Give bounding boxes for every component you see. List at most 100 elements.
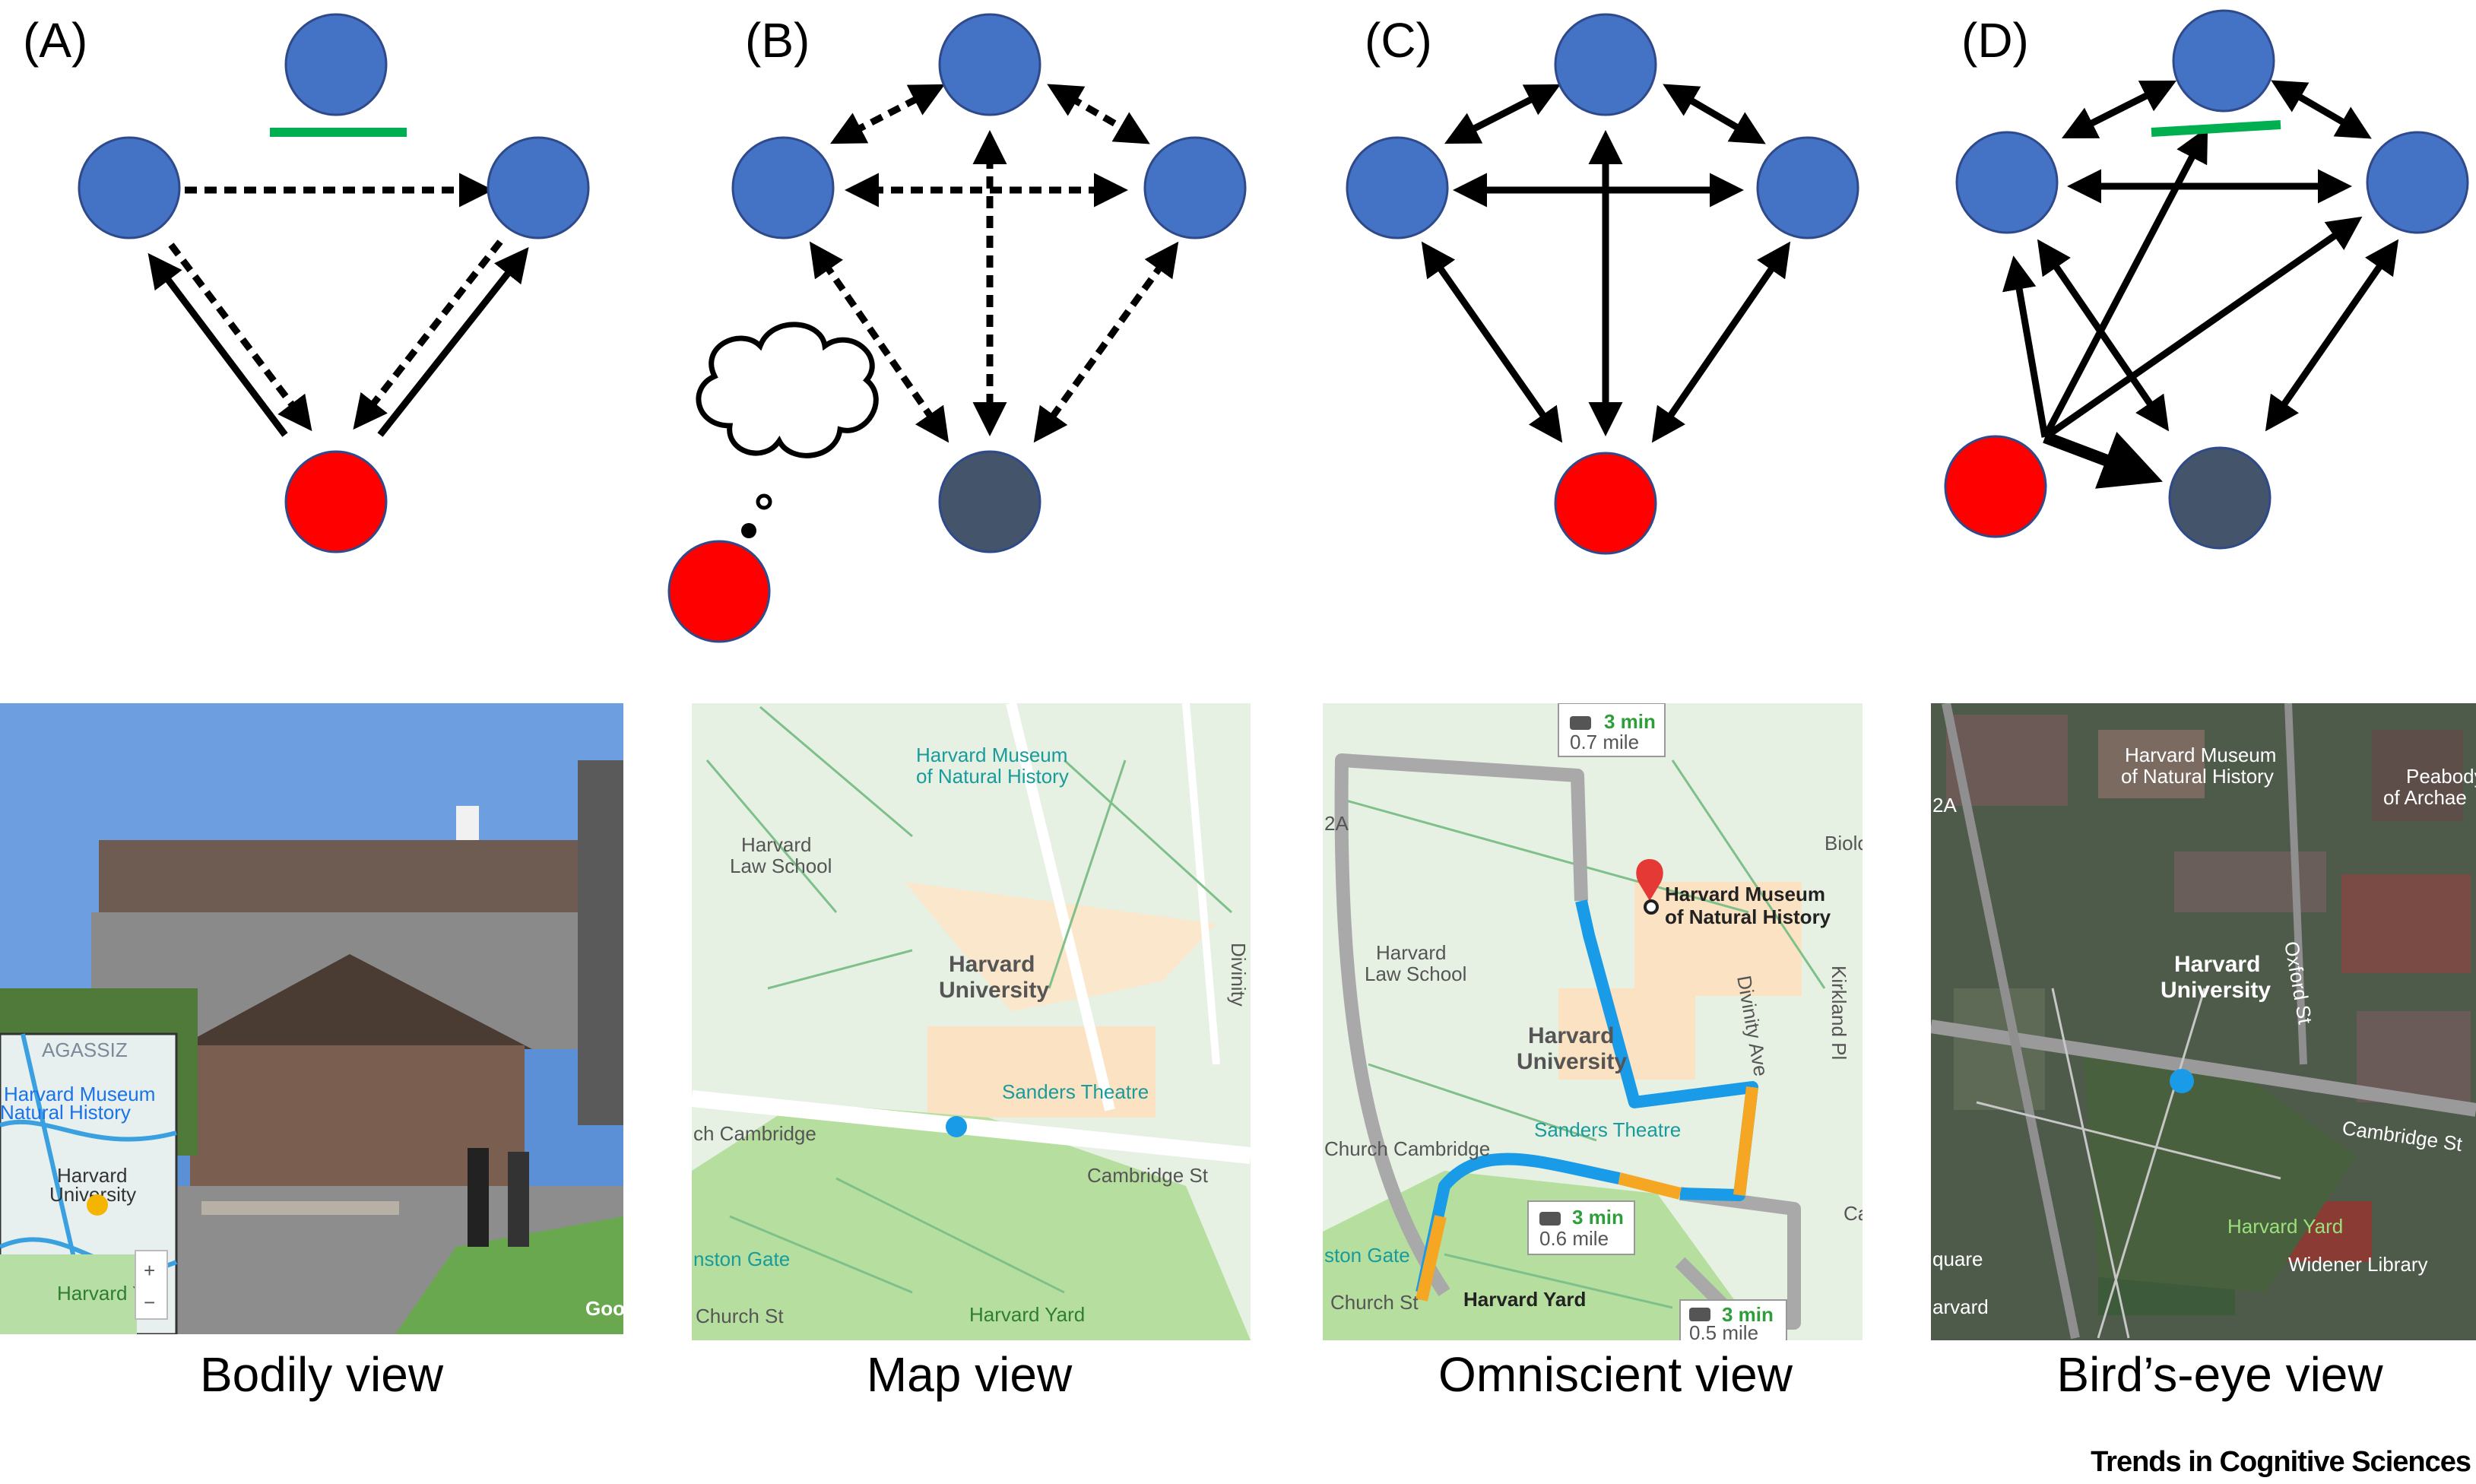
map-label-sanders-theatre: Sanders Theatre <box>1002 1080 1149 1103</box>
agent-d-top <box>2172 9 2275 113</box>
lawn <box>395 1216 623 1334</box>
route-box-2-time: 3 min <box>1572 1206 1624 1229</box>
route-blue[interactable] <box>1575 899 1758 1201</box>
caption-map-view: Map view <box>867 1347 1073 1402</box>
omni-label-biolo: Biolo <box>1825 832 1869 855</box>
arrow-b-right-other <box>1033 241 1179 443</box>
bird-label-harvard: Harvard <box>2174 952 2260 977</box>
zoom-control[interactable] <box>135 1250 168 1320</box>
yard-trees <box>2083 1049 2357 1292</box>
other-b <box>938 450 1041 553</box>
agent-b-top <box>938 13 1041 116</box>
bird-label-museum: Harvard Museum <box>2125 744 2276 766</box>
car-icon <box>1570 716 1591 730</box>
arrow-d-left-other <box>2037 239 2170 432</box>
journal-credit: Trends in Cognitive Sciences <box>2091 1446 2471 1478</box>
destination-pin-icon[interactable] <box>1636 859 1663 901</box>
arrow-c-left-self <box>1421 241 1563 443</box>
panel-a-label: (A) <box>23 13 87 68</box>
omni-label-natural-history: of Natural History <box>1665 905 1831 928</box>
omni-label-harvard: Harvard <box>1528 1023 1614 1048</box>
other-d <box>2168 446 2272 550</box>
route-box-1[interactable]: 3 min 0.7 mile <box>1558 703 1666 757</box>
omni-label-kirkland-pl: Kirkland Pl <box>1828 966 1850 1060</box>
omni-label-harvard-law: Harvard <box>1376 941 1446 964</box>
route-box-3[interactable]: 3 min 0.5 mile <box>1679 1299 1787 1353</box>
bodily-view-image: AGASSIZ Harvard Museum Natural History H… <box>0 703 625 1334</box>
panel-d: (D) <box>1944 9 2469 550</box>
agent-c-top <box>1554 13 1657 116</box>
arrow-d-self-other <box>2043 431 2163 489</box>
barrier-d <box>2151 120 2281 137</box>
route-orange-1 <box>1733 1086 1758 1196</box>
map-label-church-st: Church St <box>696 1305 784 1327</box>
map-label-divinity: Divinity <box>1227 943 1250 1007</box>
arrow-b-top-right <box>1047 84 1150 144</box>
roof <box>175 954 532 1049</box>
zoom-out-button[interactable]: − <box>144 1291 155 1314</box>
pegman-icon[interactable] <box>87 1194 108 1216</box>
agent-c-left <box>1346 136 1449 239</box>
park-area <box>692 1102 1251 1340</box>
panel-d-label: (D) <box>1961 13 2029 68</box>
panel-a: (A) <box>23 13 590 553</box>
caption-bodily-view: Bodily view <box>200 1347 444 1402</box>
self-b <box>667 540 771 643</box>
map-view-image: Harvard Museum of Natural History Harvar… <box>692 703 1251 1340</box>
arrow-d-self-left <box>2002 255 2049 438</box>
birdseye-view-image: Harvard Museum of Natural History Peabod… <box>1931 703 2476 1340</box>
omni-label-law-school: Law School <box>1365 962 1466 985</box>
car-icon <box>1689 1308 1710 1321</box>
google-logo: Goo <box>585 1297 625 1320</box>
omni-label-university: University <box>1517 1049 1627 1074</box>
route-orange-2 <box>1618 1172 1682 1200</box>
route-box-3-dist: 0.5 mile <box>1689 1321 1758 1344</box>
person-1 <box>468 1148 489 1247</box>
bird-label-arvard: arvard <box>1932 1295 1989 1318</box>
self-a <box>284 450 388 553</box>
panel-b: (B) <box>667 13 1247 643</box>
arrow-c-right-self <box>1651 241 1791 443</box>
map-label-church-cambridge: ch Cambridge <box>693 1122 816 1145</box>
route-grey-west <box>1334 753 1588 1296</box>
zoom-in-button[interactable]: + <box>144 1259 155 1282</box>
arrow-c-top-right <box>1663 84 1766 144</box>
thought-bubble <box>696 322 879 458</box>
bench <box>201 1201 399 1215</box>
omni-label-church-st: Church St <box>1330 1291 1419 1314</box>
caption-omniscient-view: Omniscient view <box>1438 1347 1793 1402</box>
map-label-law-school: Law School <box>730 855 832 877</box>
arrow-b-left-top <box>830 84 945 144</box>
omni-label-sanders-theatre: Sanders Theatre <box>1534 1118 1681 1141</box>
agent-c-right <box>1756 136 1859 239</box>
location-dot[interactable] <box>2170 1069 2194 1093</box>
map-label-harvard-law: Harvard <box>741 833 811 856</box>
panel-c-label: (C) <box>1365 13 1432 68</box>
agent-a-left <box>78 136 181 239</box>
map-label-museum: Harvard Museum <box>916 744 1067 766</box>
location-dot[interactable] <box>946 1116 967 1137</box>
omni-label-ca: Ca <box>1844 1202 1869 1225</box>
arrow-a-self-to-left <box>147 252 288 437</box>
map-label-natural-history: of Natural History <box>916 765 1069 788</box>
agent-a-right <box>487 136 590 239</box>
arrow-d-self-top <box>2042 127 2208 439</box>
car-icon <box>1539 1212 1561 1226</box>
inset-label-harvard: Harvard <box>57 1164 127 1187</box>
panel-b-label: (B) <box>745 13 810 68</box>
arrow-d-left-top <box>2061 80 2177 139</box>
inset-label-harvard-yard: Harvard Y <box>57 1282 146 1305</box>
route-box-2[interactable]: 3 min 0.6 mile <box>1527 1200 1635 1255</box>
road-cambridge-st <box>692 1090 1251 1164</box>
inset-label-natural-history: Natural History <box>0 1101 131 1124</box>
map-label-gate: nston Gate <box>693 1248 790 1270</box>
bird-label-widener: Widener Library <box>2288 1253 2428 1276</box>
omni-label-museum: Harvard Museum <box>1665 883 1825 905</box>
arrow-d-self-right <box>2043 216 2363 440</box>
agent-d-right <box>2366 131 2469 234</box>
agent-a-top <box>284 13 388 116</box>
arrow-a-left-to-self <box>168 243 312 432</box>
map-label-cambridge-st: Cambridge St <box>1087 1164 1209 1187</box>
road-cambridge-st <box>1931 1019 2476 1117</box>
